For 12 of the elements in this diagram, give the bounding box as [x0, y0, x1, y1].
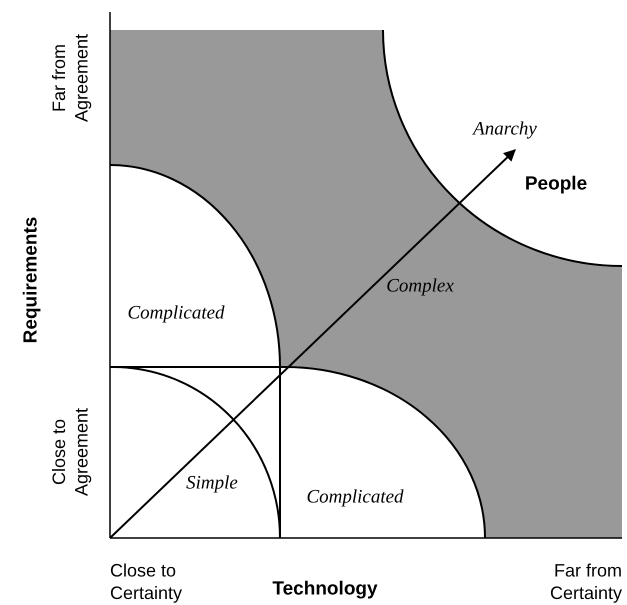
region-label: Simple	[186, 472, 238, 494]
region-label: Complicated	[306, 486, 404, 508]
region-label: Anarchy	[473, 118, 537, 140]
region-label: Complex	[386, 276, 454, 297]
axis-end-label: Far from Agreement	[49, 34, 92, 122]
axis-title: Requirements	[20, 216, 42, 344]
arrow-label: People	[524, 174, 588, 195]
axis-end-label: Close to Agreement	[49, 408, 92, 496]
axis-end-label: Far from Certainty	[550, 560, 622, 603]
axis-title: Technology	[272, 578, 378, 600]
axis-end-label: Close to Certainty	[110, 560, 182, 603]
region-label: Complicated	[127, 302, 225, 324]
